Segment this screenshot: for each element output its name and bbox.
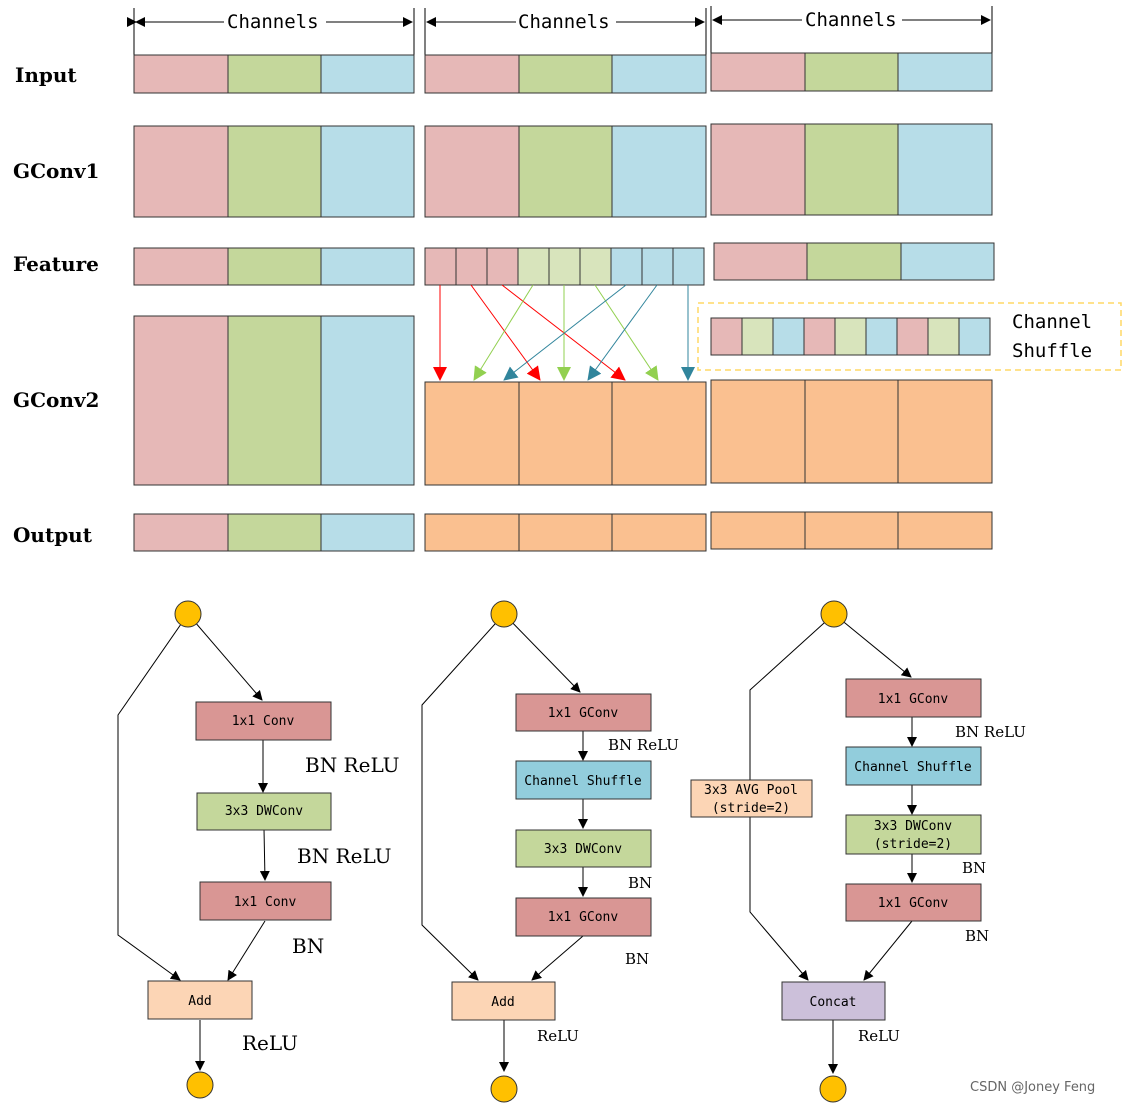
col1-output (133, 513, 415, 552)
unit1-dwconv-box (196, 792, 332, 831)
col1-gconv1 (133, 125, 415, 218)
unit2-edges (421, 613, 588, 1072)
unit2-add-box (451, 981, 556, 1021)
col1-input (133, 54, 415, 94)
unit2-gconv1-label: 1x1 GConv (548, 706, 619, 721)
unit3-gconv1-label: 1x1 GConv (878, 692, 949, 707)
unit2-gconv2-label: 1x1 GConv (548, 910, 619, 925)
channels-label-col3: Channels (805, 9, 897, 31)
col1-feature (133, 247, 415, 286)
unit3-gconv2-label: 1x1 GConv (878, 896, 949, 911)
row-label-gconv1: GConv1 (13, 159, 99, 183)
unit3-dwconv-box (845, 814, 982, 855)
channels-label-col1: Channels (227, 11, 319, 33)
unit2-ann-out: ReLU (537, 1027, 579, 1045)
unit1-conv1-box (195, 701, 332, 741)
unit1-ann1: BN ReLU (305, 753, 400, 777)
row-label-output: Output (13, 523, 93, 547)
unit3-shuffle-label: Channel Shuffle (854, 760, 972, 775)
unit1-add-box (147, 980, 253, 1020)
unit2-ann3: BN (625, 950, 649, 968)
unit1-input-node (174, 600, 202, 628)
unit3-concat-label: Concat (810, 995, 857, 1010)
col3-gconv2 (710, 379, 993, 484)
unit3-ann3: BN (965, 927, 989, 945)
unit3-ann-out: ReLU (858, 1027, 900, 1045)
unit1-output-node (186, 1071, 214, 1099)
unit2-ann2: BN (628, 874, 652, 892)
unit3-gconv1-box (845, 678, 982, 718)
unit1-edges (117, 613, 270, 1071)
channels-marker-col2 (424, 8, 707, 55)
unit3-avgpool-label-line1: 3x3 AVG Pool (704, 783, 798, 798)
unit3-edges (749, 613, 917, 1074)
unit1-conv1-label: 1x1 Conv (232, 714, 295, 729)
unit2-input-node (490, 600, 518, 628)
unit3-input-node (820, 600, 848, 628)
unit2-gconv2-box (515, 897, 652, 937)
channel-shuffle-label-line1: Channel (1012, 311, 1092, 333)
unit3-ann2: BN (962, 859, 986, 877)
unit3-dwconv-label-line2: (stride=2) (874, 837, 952, 852)
channels-marker-col3 (710, 6, 993, 53)
unit1-dwconv-label: 3x3 DWConv (225, 804, 303, 819)
row-label-gconv2: GConv2 (13, 388, 99, 412)
row-label-feature: Feature (13, 252, 99, 276)
row-label-input: Input (15, 63, 77, 87)
unit2-dwconv-label: 3x3 DWConv (544, 842, 622, 857)
unit2-shuffle-box (515, 760, 652, 800)
unit2-output-node (490, 1075, 518, 1103)
unit2-add-label: Add (491, 995, 514, 1010)
col1-gconv2 (133, 315, 415, 486)
unit3-output-node (819, 1075, 847, 1103)
unit3-shuffle-box (845, 746, 982, 786)
unit3-avgpool-box (690, 779, 813, 818)
col3-output (710, 511, 993, 550)
unit1-ann-out: ReLU (242, 1031, 298, 1055)
unit3-gconv2-box (845, 883, 982, 922)
unit3-concat-box (781, 981, 886, 1021)
col2-input (424, 54, 707, 94)
channels-marker-col1 (127, 8, 415, 55)
channel-shuffle-label-line2: Shuffle (1012, 340, 1092, 362)
shuffle-arrows (433, 284, 695, 381)
unit2-shuffle-label: Channel Shuffle (524, 774, 642, 789)
channel-shuffle-dashed-box (697, 302, 1122, 371)
unit2-gconv1-box (515, 693, 652, 732)
col3-shuffled-feature (710, 317, 991, 356)
col2-gconv1 (424, 125, 707, 218)
col3-input (710, 52, 993, 92)
unit1-ann2: BN ReLU (297, 844, 392, 868)
unit1-conv2-label: 1x1 Conv (234, 895, 297, 910)
unit1-ann3: BN (292, 934, 324, 958)
unit1-conv2-box (199, 881, 332, 921)
watermark: CSDN @Joney Feng (970, 1080, 1095, 1095)
unit2-ann1: BN ReLU (608, 736, 679, 754)
col2-output (424, 513, 707, 552)
col3-feature (713, 242, 995, 281)
unit3-avgpool-label-line2: (stride=2) (712, 801, 790, 816)
unit3-ann1: BN ReLU (955, 723, 1026, 741)
unit3-dwconv-label-line1: 3x3 DWConv (874, 819, 952, 834)
col3-gconv1 (710, 123, 993, 216)
unit2-dwconv-box (515, 829, 652, 868)
channels-label-col2: Channels (518, 11, 610, 33)
col2-feature-split (424, 247, 705, 286)
col2-gconv2 (424, 381, 707, 486)
unit1-add-label: Add (188, 994, 211, 1009)
